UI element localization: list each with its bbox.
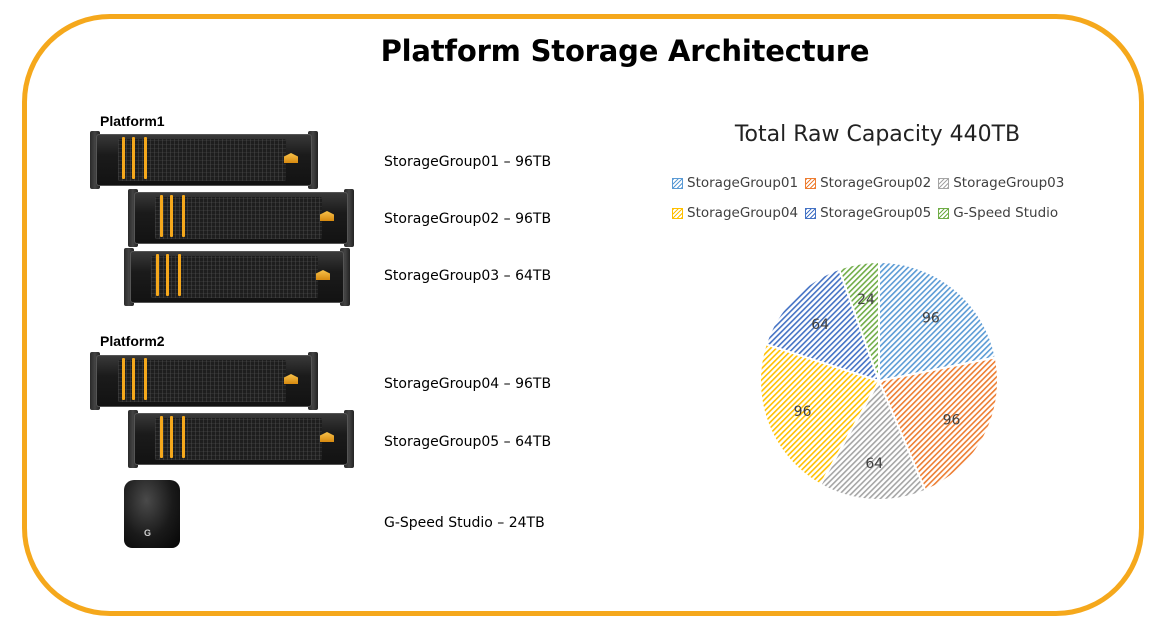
legend-swatch [938, 207, 950, 219]
legend-label: StorageGroup03 [953, 175, 1065, 191]
chart-title: Total Raw Capacity 440TB [734, 122, 1021, 147]
legend-swatch [672, 177, 683, 189]
legend-item-storagegroup05: StorageGroup05 [805, 205, 931, 221]
legend-row-2: StorageGroup04 StorageGroup05 G-Speed St… [672, 198, 1112, 228]
legend-label: G-Speed Studio [953, 205, 1059, 221]
legend-swatch [805, 207, 817, 219]
storage-server-5 [128, 410, 354, 468]
pie-data-label: 24 [857, 292, 875, 308]
storage-server-2 [128, 189, 354, 247]
pie-data-label: 64 [865, 456, 883, 472]
group-label-02: StorageGroup02 – 96TB [384, 211, 552, 227]
pie-data-label: 64 [811, 317, 829, 333]
legend-item-storagegroup03: StorageGroup03 [938, 175, 1064, 191]
legend-label: StorageGroup01 [687, 175, 799, 191]
group-label-04: StorageGroup04 – 96TB [384, 376, 552, 392]
legend-item-storagegroup01: StorageGroup01 [672, 175, 798, 191]
legend-label: StorageGroup04 [687, 205, 799, 221]
legend-item-storagegroup04: StorageGroup04 [672, 205, 798, 221]
pie-slice-g-speed-studio [837, 260, 880, 382]
group-label-05: StorageGroup05 – 64TB [384, 434, 552, 450]
pie-slice-storagegroup04 [759, 342, 881, 486]
pie-data-label: 96 [922, 311, 940, 327]
pie-slice-storagegroup01 [878, 260, 997, 383]
legend-item-g-speed-studio: G-Speed Studio [938, 205, 1058, 221]
platform2-label: Platform2 [100, 333, 165, 349]
group-label-01: StorageGroup01 – 96TB [384, 154, 552, 170]
legend-label: StorageGroup02 [820, 175, 932, 191]
g-speed-studio-device: G [124, 480, 180, 548]
pie-slice-storagegroup03 [819, 378, 927, 501]
device-logo: G [144, 528, 152, 538]
pie-data-label: 96 [794, 404, 812, 420]
legend-swatch [805, 177, 817, 189]
legend-row-1: StorageGroup01 StorageGroup02 StorageGro… [672, 168, 1112, 198]
group-label-03: StorageGroup03 – 64TB [384, 268, 552, 284]
page-title: Platform Storage Architecture [380, 34, 870, 68]
storage-server-1 [90, 131, 318, 189]
pie-chart: 96 96 64 96 64 24 [759, 260, 999, 501]
platform1-label: Platform1 [100, 113, 165, 129]
legend-label: StorageGroup05 [820, 205, 932, 221]
chart-legend: StorageGroup01 StorageGroup02 StorageGro… [672, 168, 1112, 228]
storage-server-3 [124, 248, 350, 306]
pie-slice-storagegroup05 [764, 267, 881, 383]
pie-slice-storagegroup02 [877, 356, 999, 492]
legend-swatch [672, 207, 683, 219]
legend-swatch [938, 177, 950, 189]
legend-item-storagegroup02: StorageGroup02 [805, 175, 931, 191]
storage-server-4 [90, 352, 318, 410]
pie-data-label: 96 [943, 412, 961, 428]
group-label-gspeed: G-Speed Studio – 24TB [384, 515, 545, 531]
